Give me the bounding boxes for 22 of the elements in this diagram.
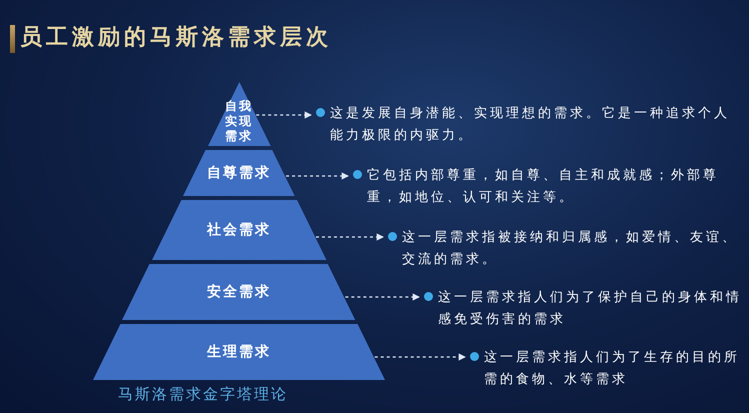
pyramid-tier [208,82,270,146]
description-text: 这一层需求指被接纳和归属感，如爱情、友谊、交流的需求。 [402,229,739,269]
pyramid-tier [152,200,326,260]
caption: 马斯洛需求金字塔理论 [118,385,288,404]
pyramid-tier [92,324,385,380]
dashed-arrow [256,111,312,119]
description-text: 这是发展自身潜能、实现理想的需求。它是一种追求个人能力极限的内驱力。 [330,105,731,145]
tier-label: 社会需求 [206,221,272,239]
tier-label: 安全需求 [206,283,272,301]
dashed-arrow [374,353,466,361]
tier-label: 自我实现需求 [224,99,254,144]
pyramid-tier [122,264,356,320]
dashed-arrow [316,233,384,241]
title: 员工激励的马斯洛需求层次 [20,24,332,52]
description-text: 这一层需求指人们为了保护自己的身体和情感免受伤害的需求 [438,289,743,329]
tier-label: 生理需求 [206,343,272,361]
description-text: 这一层需求指人们为了生存的目的所需的食物、水等需求 [484,349,740,389]
description-text: 它包括内部尊重，如自尊、自主和成就感；外部尊重，如地位、认可和关注等。 [367,167,720,207]
pyramid-tier [183,150,295,196]
tier-label: 自尊需求 [206,164,272,182]
dashed-arrow [345,293,420,301]
dashed-arrow [286,172,349,180]
